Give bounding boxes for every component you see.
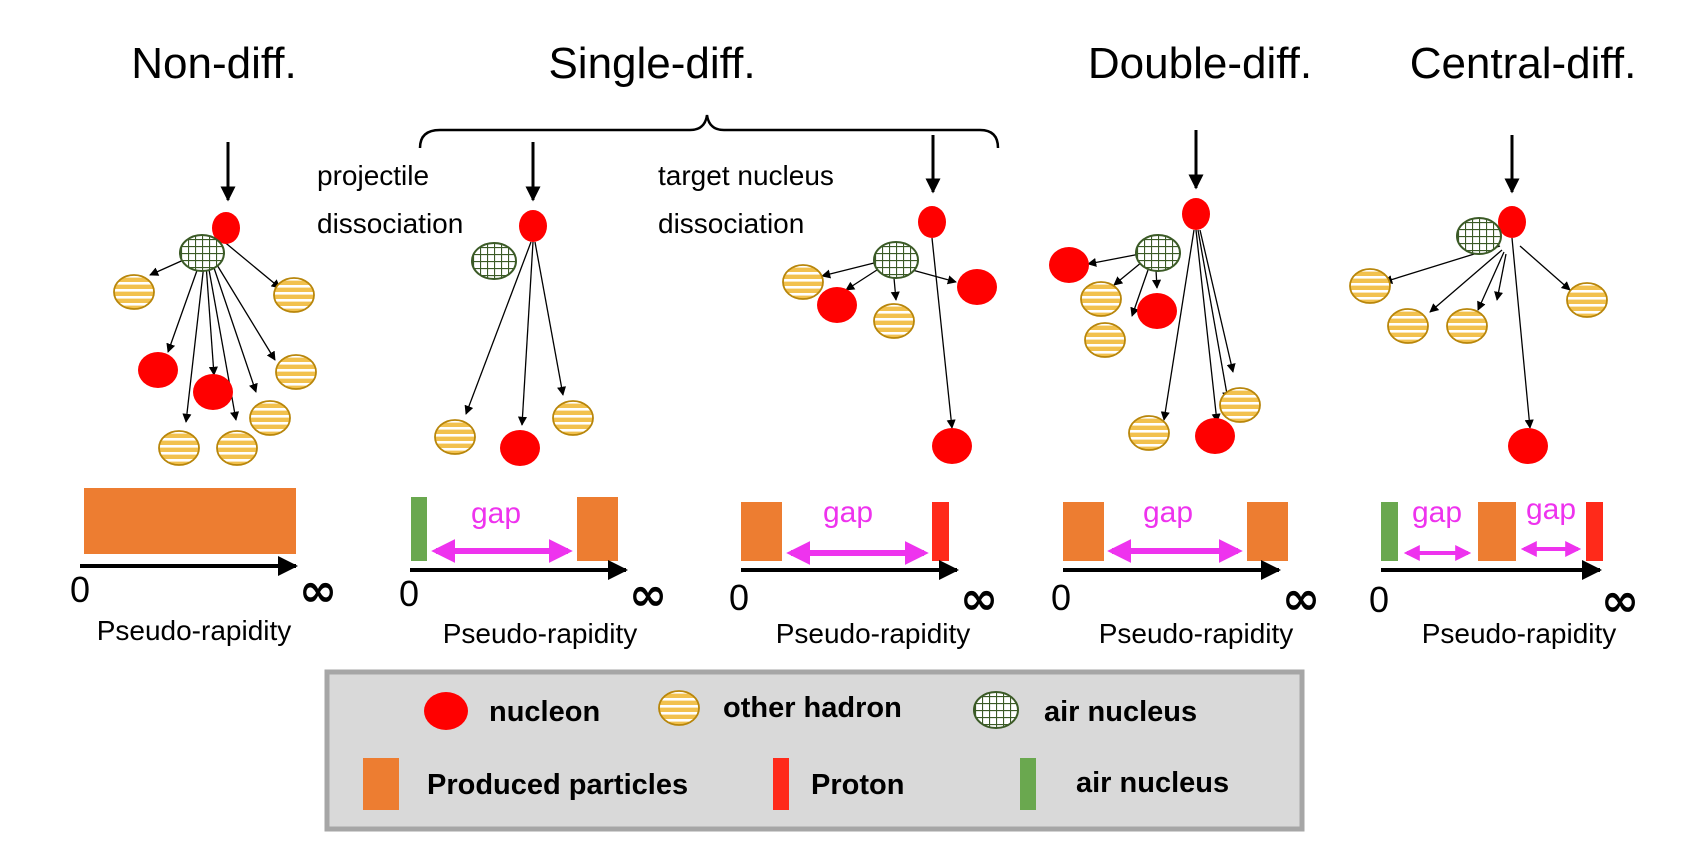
axis-infinity: ∞ xyxy=(1601,573,1639,627)
proton-swatch xyxy=(773,758,789,810)
hadron-icon xyxy=(782,264,824,300)
hadron-icon xyxy=(1084,322,1126,358)
legend-air-nucleus: air nucleus xyxy=(1044,696,1197,728)
panel-projectile-dissociation: gap 0 ∞ Pseudo-rapidity xyxy=(399,142,667,649)
hadron-icon xyxy=(275,354,317,390)
nucleon-icon xyxy=(1508,428,1548,464)
hadron-icon xyxy=(113,274,155,310)
subtitle-projectile-2: dissociation xyxy=(317,208,463,239)
produced-particles-swatch xyxy=(363,758,399,810)
hadron-icon xyxy=(1566,282,1608,318)
hadron-icon xyxy=(434,419,476,455)
hadron-icon xyxy=(273,277,315,313)
air-nucleus-icon xyxy=(973,691,1019,729)
hadron-icon xyxy=(158,430,200,466)
nucleon-icon xyxy=(1137,293,1177,329)
gap-label: gap xyxy=(471,497,521,530)
nucleon-icon xyxy=(1182,198,1210,230)
nucleon-icon xyxy=(138,352,178,388)
air-nucleus-bar xyxy=(1381,502,1398,561)
nucleon-icon xyxy=(212,212,240,244)
gap-label: gap xyxy=(1143,496,1193,529)
nucleon-icon xyxy=(193,374,233,410)
axis-infinity: ∞ xyxy=(629,567,667,621)
hadron-icon xyxy=(216,430,258,466)
produced-particles-bar xyxy=(741,502,782,561)
nucleon-icon xyxy=(1049,247,1089,283)
hadron-icon xyxy=(249,400,291,436)
panel-target-dissociation: gap 0 ∞ Pseudo-rapidity xyxy=(729,135,998,649)
hadron-icon xyxy=(1219,387,1261,423)
air-nucleus-bar xyxy=(411,497,427,561)
axis-label: Pseudo-rapidity xyxy=(1099,618,1294,649)
title-double-diff: Double-diff. xyxy=(1088,39,1312,88)
title-non-diff: Non-diff. xyxy=(131,39,297,88)
hadron-icon xyxy=(873,303,915,339)
produced-particles-bar xyxy=(1063,502,1104,561)
hadron-icon xyxy=(658,690,700,726)
legend-air-nucleus-bar: air nucleus xyxy=(1076,767,1229,799)
axis-zero: 0 xyxy=(70,569,90,610)
produced-particles-bar xyxy=(1478,502,1516,561)
nucleon-icon xyxy=(1195,418,1235,454)
air-nucleus-icon xyxy=(179,234,225,272)
axis-label: Pseudo-rapidity xyxy=(97,615,292,646)
produced-particles-bar xyxy=(84,488,296,554)
axis-infinity: ∞ xyxy=(1282,571,1320,625)
panel-double-diff: gap 0 ∞ Pseudo-rapidity xyxy=(1049,130,1320,649)
hadron-icon xyxy=(1387,308,1429,344)
hadron-icon xyxy=(1080,281,1122,317)
legend-other-hadron: other hadron xyxy=(723,692,902,724)
gap-label: gap xyxy=(1412,496,1462,529)
legend-produced-particles: Produced particles xyxy=(427,769,688,801)
axis-zero: 0 xyxy=(729,577,749,618)
subtitle-target-2: dissociation xyxy=(658,208,804,239)
air-nucleus-swatch xyxy=(1020,758,1036,810)
hadron-icon xyxy=(1128,415,1170,451)
title-single-diff: Single-diff. xyxy=(548,39,755,88)
subtitle-target-1: target nucleus xyxy=(658,160,834,191)
hadron-icon xyxy=(1446,308,1488,344)
air-nucleus-icon xyxy=(471,242,517,280)
nucleon-icon xyxy=(932,428,972,464)
nucleon-icon xyxy=(519,210,547,242)
hadron-icon xyxy=(552,400,594,436)
panel-non-diff: 0 ∞ Pseudo-rapidity xyxy=(70,142,337,646)
air-nucleus-icon xyxy=(1135,234,1181,272)
single-diff-brace xyxy=(418,114,1000,149)
nucleon-icon xyxy=(500,430,540,466)
gap-label: gap xyxy=(1526,493,1576,526)
axis-zero: 0 xyxy=(1051,577,1071,618)
air-nucleus-icon xyxy=(1456,217,1502,255)
axis-label: Pseudo-rapidity xyxy=(443,618,638,649)
legend-box xyxy=(324,669,1305,832)
legend: nucleon other hadron air nucleus Produce… xyxy=(324,669,1305,832)
legend-nucleon: nucleon xyxy=(489,696,600,728)
axis-zero: 0 xyxy=(1369,579,1389,620)
produced-particles-bar xyxy=(577,497,618,561)
produced-particles-bar xyxy=(1247,502,1288,561)
nucleon-icon xyxy=(1498,206,1526,238)
axis-label: Pseudo-rapidity xyxy=(776,618,971,649)
proton-bar xyxy=(932,502,949,561)
nucleon-icon xyxy=(424,692,468,730)
axis-infinity: ∞ xyxy=(299,563,337,617)
proton-bar xyxy=(1586,502,1603,561)
axis-label: Pseudo-rapidity xyxy=(1422,618,1617,649)
air-nucleus-icon xyxy=(873,241,919,279)
gap-label: gap xyxy=(823,496,873,529)
nucleon-icon xyxy=(918,206,946,238)
panel-central-diff: gap gap 0 ∞ Pseudo-rapidity xyxy=(1349,135,1639,649)
nucleon-icon xyxy=(957,269,997,305)
hadron-icon xyxy=(1349,268,1391,304)
title-central-diff: Central-diff. xyxy=(1410,39,1637,88)
legend-proton: Proton xyxy=(811,769,904,801)
nucleon-icon xyxy=(817,287,857,323)
subtitle-projectile-1: projectile xyxy=(317,160,429,191)
axis-zero: 0 xyxy=(399,573,419,614)
axis-infinity: ∞ xyxy=(960,571,998,625)
